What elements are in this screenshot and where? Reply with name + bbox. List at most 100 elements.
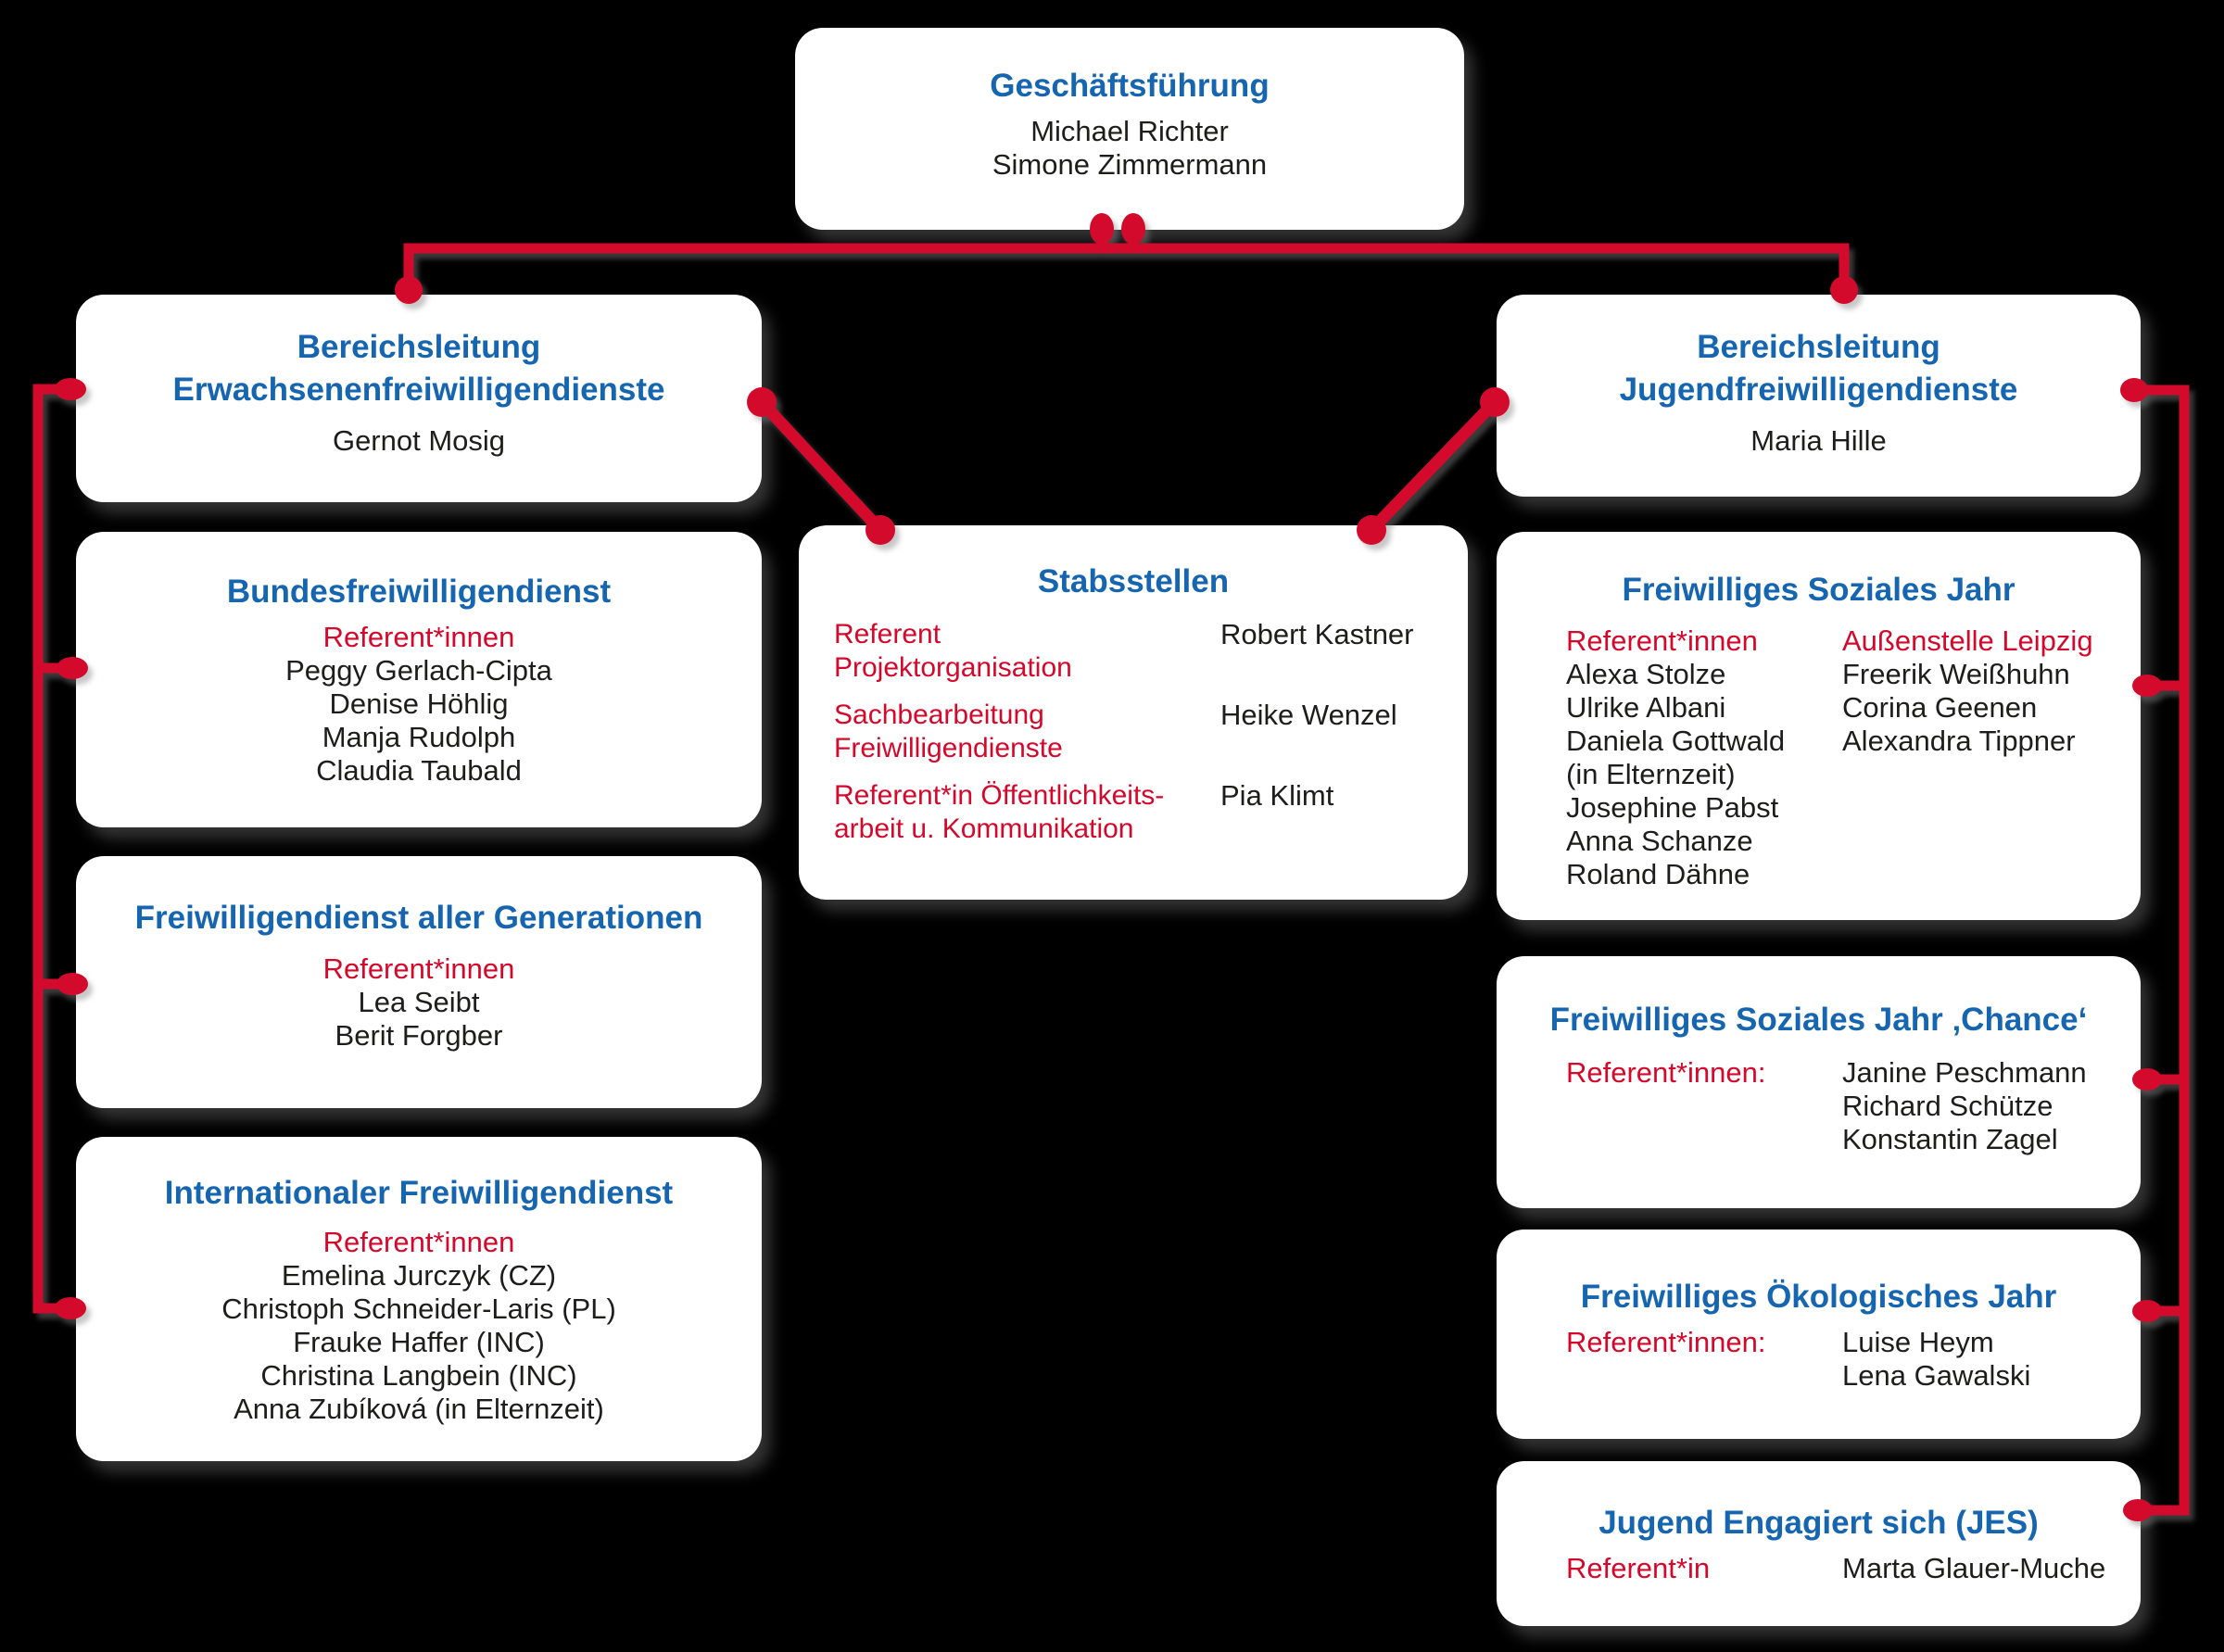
box-freiwilliges-oekologisches-jahr: Freiwilliges Ökologisches Jahr Referent*… — [1497, 1230, 2141, 1439]
stab-role-line: Referent — [834, 619, 941, 649]
spacer — [795, 107, 1464, 115]
fsj-member: Ulrike Albani — [1566, 691, 1726, 724]
ifd-member: Christina Langbein (INC) — [260, 1359, 577, 1392]
box-bereichsleitung-erwachsene: Bereichsleitung Erwachsenenfreiwilligend… — [76, 295, 762, 502]
chance-title: Freiwilliges Soziales Jahr ‚Chance‘ — [1549, 1002, 2088, 1038]
gf-title: Geschäftsführung — [990, 68, 1270, 104]
jes-member: Marta Glauer-Muche — [1842, 1552, 2106, 1584]
ble-title-line2: Erwachsenenfreiwilligendienste — [172, 372, 665, 408]
box-jugend-engagiert-sich: Jugend Engagiert sich (JES) Referent*in … — [1497, 1461, 2141, 1626]
fsj-member: Alexandra Tippner — [1842, 725, 2076, 757]
fsj-member: Roland Dähne — [1566, 858, 1750, 890]
gf-member: Simone Zimmermann — [992, 148, 1268, 181]
blj-member: Maria Hille — [1750, 424, 1887, 457]
stab-title: Stabsstellen — [1037, 563, 1230, 599]
connector-diagonal-left — [757, 397, 885, 535]
fadg-title: Freiwilligendienst aller Generationen — [134, 900, 703, 936]
jes-title: Jugend Engagiert sich (JES) — [1598, 1505, 2039, 1541]
box-freiwilligendienst-aller-generationen: Freiwilligendienst aller Generationen Re… — [76, 856, 762, 1108]
box-internationaler-freiwilligendienst: Internationaler Freiwilligendienst Refer… — [76, 1137, 762, 1461]
ifd-label: Referent*innen — [322, 1226, 515, 1258]
ble-member: Gernot Mosig — [332, 424, 506, 457]
jes-name-col: Marta Glauer-Muche — [1842, 1552, 2105, 1585]
foej-names-col: Luise Heym Lena Gawalski — [1842, 1326, 2030, 1393]
stab-role: Referent Projektorganisation — [834, 618, 1220, 685]
bfd-label: Referent*innen — [322, 621, 515, 653]
fsj-col1-label: Referent*innen — [1566, 624, 1758, 657]
fadg-label: Referent*innen — [322, 952, 515, 985]
bfd-member: Denise Höhlig — [329, 687, 509, 720]
stab-row: Sachbearbeitung Freiwilligendienste Heik… — [834, 699, 1440, 765]
stab-row: Referent*in Öffentlichkeits- arbeit u. K… — [834, 779, 1440, 846]
fsj-member: Corina Geenen — [1842, 691, 2038, 724]
spacer — [1497, 1545, 2141, 1552]
foej-label: Referent*innen: — [1566, 1326, 1766, 1358]
stab-role-line: arbeit u. Kommunikation — [834, 813, 1134, 844]
spacer — [799, 603, 1468, 618]
connector-diagonal-right — [1367, 397, 1499, 535]
chance-label-col: Referent*innen: — [1566, 1056, 1842, 1090]
spacer — [1497, 1041, 2141, 1056]
gf-member: Michael Richter — [1030, 115, 1229, 147]
fsj-title: Freiwilliges Soziales Jahr — [1622, 572, 2016, 608]
chance-member: Konstantin Zagel — [1842, 1123, 2058, 1155]
connector-right-rail — [2136, 385, 2190, 1516]
box-geschaeftsfuehrung: Geschäftsführung Michael Richter Simone … — [795, 28, 1464, 230]
ifd-member: Frauke Haffer (INC) — [293, 1326, 545, 1358]
fsj-col-referenten: Referent*innen Alexa Stolze Ulrike Alban… — [1566, 624, 1842, 891]
stab-role: Referent*in Öffentlichkeits- arbeit u. K… — [834, 779, 1220, 846]
stab-name: Pia Klimt — [1220, 779, 1334, 812]
fsj-columns: Referent*innen Alexa Stolze Ulrike Alban… — [1497, 624, 2141, 891]
box-freiwilliges-soziales-jahr: Freiwilliges Soziales Jahr Referent*inne… — [1497, 532, 2141, 920]
jes-label: Referent*in — [1566, 1552, 1711, 1584]
chance-member: Richard Schütze — [1842, 1090, 2053, 1122]
jes-label-col: Referent*in — [1566, 1552, 1842, 1585]
fsj-col2-label: Außenstelle Leipzig — [1842, 624, 2093, 657]
spacer — [1497, 612, 2141, 624]
chance-names-col: Janine Peschmann Richard Schütze Konstan… — [1842, 1056, 2087, 1156]
spacer — [76, 411, 762, 424]
foej-member: Lena Gawalski — [1842, 1359, 2031, 1392]
connector-top-bar — [403, 243, 1850, 288]
jes-columns: Referent*in Marta Glauer-Muche — [1497, 1552, 2141, 1585]
ble-title-line1: Bereichsleitung — [297, 329, 541, 365]
bfd-member: Manja Rudolph — [322, 721, 516, 753]
fsj-member: Anna Schanze — [1566, 825, 1753, 857]
stab-role-line: Referent*in Öffentlichkeits- — [834, 780, 1165, 811]
stab-name: Robert Kastner — [1220, 618, 1414, 650]
stab-role-line: Freiwilligendienste — [834, 733, 1063, 763]
chance-label: Referent*innen: — [1566, 1056, 1766, 1089]
chance-columns: Referent*innen: Janine Peschmann Richard… — [1497, 1056, 2141, 1156]
spacer — [76, 613, 762, 621]
fadg-member: Berit Forgber — [335, 1019, 503, 1052]
foej-label-col: Referent*innen: — [1566, 1326, 1842, 1359]
fsj-member: Josephine Pabst — [1566, 791, 1779, 824]
stab-row: Referent Projektorganisation Robert Kast… — [834, 618, 1440, 685]
stab-role-line: Projektorganisation — [834, 652, 1072, 683]
fsj-member: Alexa Stolze — [1566, 658, 1726, 690]
box-fsj-chance: Freiwilliges Soziales Jahr ‚Chance‘ Refe… — [1497, 956, 2141, 1208]
box-bundesfreiwilligendienst: Bundesfreiwilligendienst Referent*innen … — [76, 532, 762, 827]
foej-member: Luise Heym — [1842, 1326, 1994, 1358]
fsj-member: (in Elternzeit) — [1566, 758, 1736, 790]
fsj-member: Freerik Weißhuhn — [1842, 658, 2070, 690]
foej-title: Freiwilliges Ökologisches Jahr — [1580, 1279, 2057, 1315]
spacer — [1497, 411, 2141, 424]
box-stabsstellen: Stabsstellen Referent Projektorganisatio… — [799, 525, 1468, 900]
fadg-member: Lea Seibt — [358, 986, 480, 1018]
stab-name: Heike Wenzel — [1220, 699, 1397, 731]
ifd-member: Christoph Schneider-Laris (PL) — [221, 1293, 616, 1325]
spacer — [76, 939, 762, 952]
ifd-member: Emelina Jurczyk (CZ) — [281, 1259, 557, 1292]
spacer — [1497, 1318, 2141, 1326]
bfd-member: Claudia Taubald — [316, 754, 522, 787]
blj-title-line2: Jugendfreiwilligendienste — [1619, 372, 2018, 408]
fsj-col-aussenstelle: Außenstelle Leipzig Freerik Weißhuhn Cor… — [1842, 624, 2093, 758]
ifd-member: Anna Zubíková (in Elternzeit) — [234, 1393, 604, 1425]
stab-role-line: Sachbearbeitung — [834, 700, 1044, 730]
spacer — [76, 1215, 762, 1226]
foej-columns: Referent*innen: Luise Heym Lena Gawalski — [1497, 1326, 2141, 1393]
ifd-title: Internationaler Freiwilligendienst — [164, 1175, 674, 1211]
bfd-title: Bundesfreiwilligendienst — [226, 574, 612, 610]
